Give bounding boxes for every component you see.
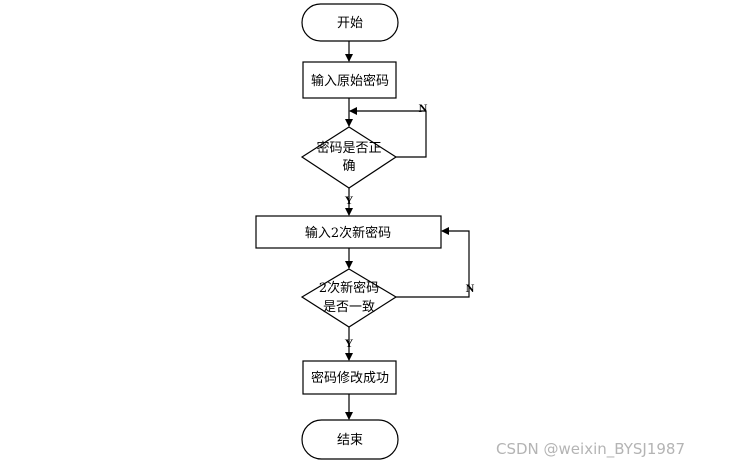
yes-label-2: Y <box>345 336 354 350</box>
success-label: 密码修改成功 <box>311 370 389 386</box>
watermark: CSDN @weixin_BYSJ1987 <box>496 440 686 458</box>
start-label: 开始 <box>337 16 363 31</box>
edge-check-no-loop <box>349 107 427 158</box>
end-label: 结束 <box>337 433 363 448</box>
check-password-label-line1: 密码是否正 <box>316 140 381 156</box>
yes-label-1: Y <box>345 193 354 207</box>
input-original-password-box <box>302 61 397 99</box>
input-new-password-box <box>255 215 442 249</box>
start-terminal <box>301 3 399 42</box>
check-consistent-label-line2: 是否一致 <box>323 300 375 315</box>
input-original-password-label: 输入原始密码 <box>311 73 389 89</box>
no-label-1: N <box>419 101 428 115</box>
success-box <box>302 360 397 395</box>
no-label-2: N <box>466 281 475 295</box>
input-new-password-label: 输入2次新密码 <box>305 225 391 241</box>
edge-consistent-no-loop <box>396 227 470 298</box>
check-password-diamond <box>300 126 398 189</box>
end-terminal <box>301 419 399 460</box>
check-consistent-label-line1: 2次新密码 <box>319 280 379 296</box>
check-consistent-diamond <box>300 268 398 328</box>
check-password-label-line2: 确 <box>342 159 355 174</box>
